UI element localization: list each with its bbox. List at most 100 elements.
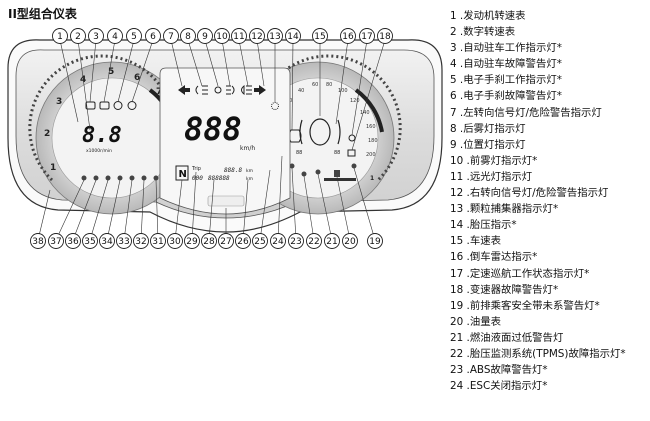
legend-item: 12 .右转向信号灯/危险警告指示灯 bbox=[450, 187, 609, 200]
callout-number: 30 bbox=[169, 237, 181, 247]
callout-circle bbox=[252, 233, 268, 249]
seatbelt-icon bbox=[141, 175, 147, 181]
callout-circle bbox=[235, 233, 251, 249]
speed-scale-40: 40 bbox=[298, 88, 304, 94]
callout-number: 24 bbox=[272, 237, 284, 247]
diagram-title: II型组合仪表 bbox=[8, 7, 77, 21]
callout-number: 25 bbox=[254, 237, 265, 247]
engine-check-icon bbox=[105, 175, 111, 181]
door-icon bbox=[153, 175, 159, 181]
callout-number: 10 bbox=[216, 32, 228, 42]
speed-scale-100: 100 bbox=[338, 88, 348, 94]
callout-circle bbox=[324, 233, 340, 249]
callout-number: 29 bbox=[186, 237, 198, 247]
odometer-value: 888888 bbox=[208, 175, 230, 182]
callout-circle bbox=[145, 28, 161, 44]
callout-circle bbox=[88, 28, 104, 44]
tach-scale-2: 2 bbox=[44, 129, 50, 139]
legend-item: 20 .油量表 bbox=[450, 315, 501, 328]
callout-number: 26 bbox=[237, 237, 249, 247]
callout-number: 17 bbox=[361, 32, 372, 42]
coolant-icon bbox=[93, 175, 99, 181]
legend-item: 24 .ESC关闭指示灯* bbox=[450, 380, 548, 393]
callout-number: 21 bbox=[326, 237, 337, 247]
leader-lines bbox=[37, 39, 386, 241]
tach-unit: x1000r/min bbox=[86, 148, 112, 154]
low-fuel-icon bbox=[315, 169, 321, 175]
left-turn-icon bbox=[178, 85, 190, 95]
callout-circle bbox=[270, 233, 286, 249]
legend-item: 7 .左转向信号灯/危险警告指示灯 bbox=[450, 106, 602, 119]
speed-scale-60: 60 bbox=[312, 82, 318, 88]
callout-number: 36 bbox=[67, 237, 79, 247]
digital-speed: 888 bbox=[184, 110, 242, 148]
legend-item: 21 .燃油液面过低警告灯 bbox=[450, 331, 564, 344]
callout-circle bbox=[30, 233, 46, 249]
legend-item: 4 .自动驻车故障警告灯* bbox=[450, 58, 562, 71]
callout-number: 18 bbox=[379, 32, 391, 42]
right-turn-icon bbox=[254, 85, 266, 95]
legend-item: 16 .倒车雷达指示* bbox=[450, 251, 538, 264]
callout-number: 34 bbox=[101, 237, 113, 247]
callout-circle bbox=[377, 28, 393, 44]
callout-number: 35 bbox=[84, 237, 95, 247]
callout-number: 28 bbox=[203, 237, 215, 247]
callout-circle bbox=[249, 28, 265, 44]
callout-circle bbox=[133, 233, 149, 249]
speed-scale-80: 80 bbox=[326, 82, 332, 88]
fuel-scale-1: 1 bbox=[370, 175, 374, 182]
callout-circle bbox=[214, 28, 230, 44]
battery-icon bbox=[117, 175, 123, 181]
callout-number: 33 bbox=[118, 237, 129, 247]
passenger-belt-icon bbox=[351, 163, 357, 169]
callout-circle bbox=[48, 233, 64, 249]
callout-circle bbox=[116, 233, 132, 249]
legend-item: 5 .电子手刹工作指示灯* bbox=[450, 74, 562, 87]
callout-number: 9 bbox=[202, 32, 208, 42]
legend-item: 1 .发动机转速表 bbox=[450, 10, 526, 22]
abs-icon bbox=[289, 163, 295, 169]
callout-number: 3 bbox=[93, 32, 99, 42]
high-beam-icon bbox=[241, 84, 252, 96]
callout-number: 27 bbox=[220, 237, 231, 247]
callout-circle bbox=[359, 28, 375, 44]
legend-item: 14 .胎压指示* bbox=[450, 219, 517, 232]
callout-circle bbox=[184, 233, 200, 249]
speed-scale-200: 200 bbox=[366, 152, 376, 158]
callout-number: 13 bbox=[269, 32, 280, 42]
callout-number: 19 bbox=[369, 237, 381, 247]
tpms-fault-icon bbox=[301, 171, 307, 177]
callout-number: 4 bbox=[112, 32, 118, 42]
callout-circle bbox=[285, 28, 301, 44]
callout-circle bbox=[312, 28, 328, 44]
transmission-fault-icon bbox=[347, 149, 356, 157]
callout-circle bbox=[163, 28, 179, 44]
callout-number: 22 bbox=[308, 237, 319, 247]
callout-number: 38 bbox=[32, 237, 44, 247]
legend-item: 22 .胎压监测系统(TPMS)故障指示灯* bbox=[450, 347, 626, 360]
dpf-icon bbox=[271, 102, 279, 110]
legend-item: 6 .电子手刹故障警告灯* bbox=[450, 90, 562, 103]
callout-circle bbox=[306, 233, 322, 249]
callout-number: 7 bbox=[168, 32, 174, 42]
gear-indicator: N bbox=[179, 169, 187, 180]
instrument-cluster-diagram: 1 2 3 4 5 6 7 8.8 x1000r/min 20 40 60 80… bbox=[7, 28, 443, 249]
callout-number: 8 bbox=[185, 32, 191, 42]
radar-distance-right: 88 bbox=[334, 150, 340, 156]
callout-circle bbox=[201, 233, 217, 249]
legend-list: 1 .发动机转速表 2 .数字转速表 3 .自动驻车工作指示灯* 4 .自动驻车… bbox=[450, 8, 648, 394]
callout-number: 16 bbox=[342, 32, 354, 42]
callout-circle bbox=[99, 233, 115, 249]
legend-item: 10 .前雾灯指示灯* bbox=[450, 154, 538, 167]
callout-circle bbox=[82, 233, 98, 249]
callout-circle bbox=[197, 28, 213, 44]
callout-number: 20 bbox=[344, 237, 356, 247]
speed-scale-180: 180 bbox=[368, 138, 378, 144]
radar-distance-left: 88 bbox=[296, 150, 302, 156]
legend-item: 19 .前排乘客安全带未系警告灯* bbox=[450, 299, 600, 312]
legend-item: 8 .后雾灯指示灯 bbox=[450, 122, 526, 135]
brake-icon bbox=[129, 175, 135, 181]
speed-scale-140: 140 bbox=[360, 110, 370, 116]
tach-digital-value: 8.8 bbox=[82, 123, 122, 148]
